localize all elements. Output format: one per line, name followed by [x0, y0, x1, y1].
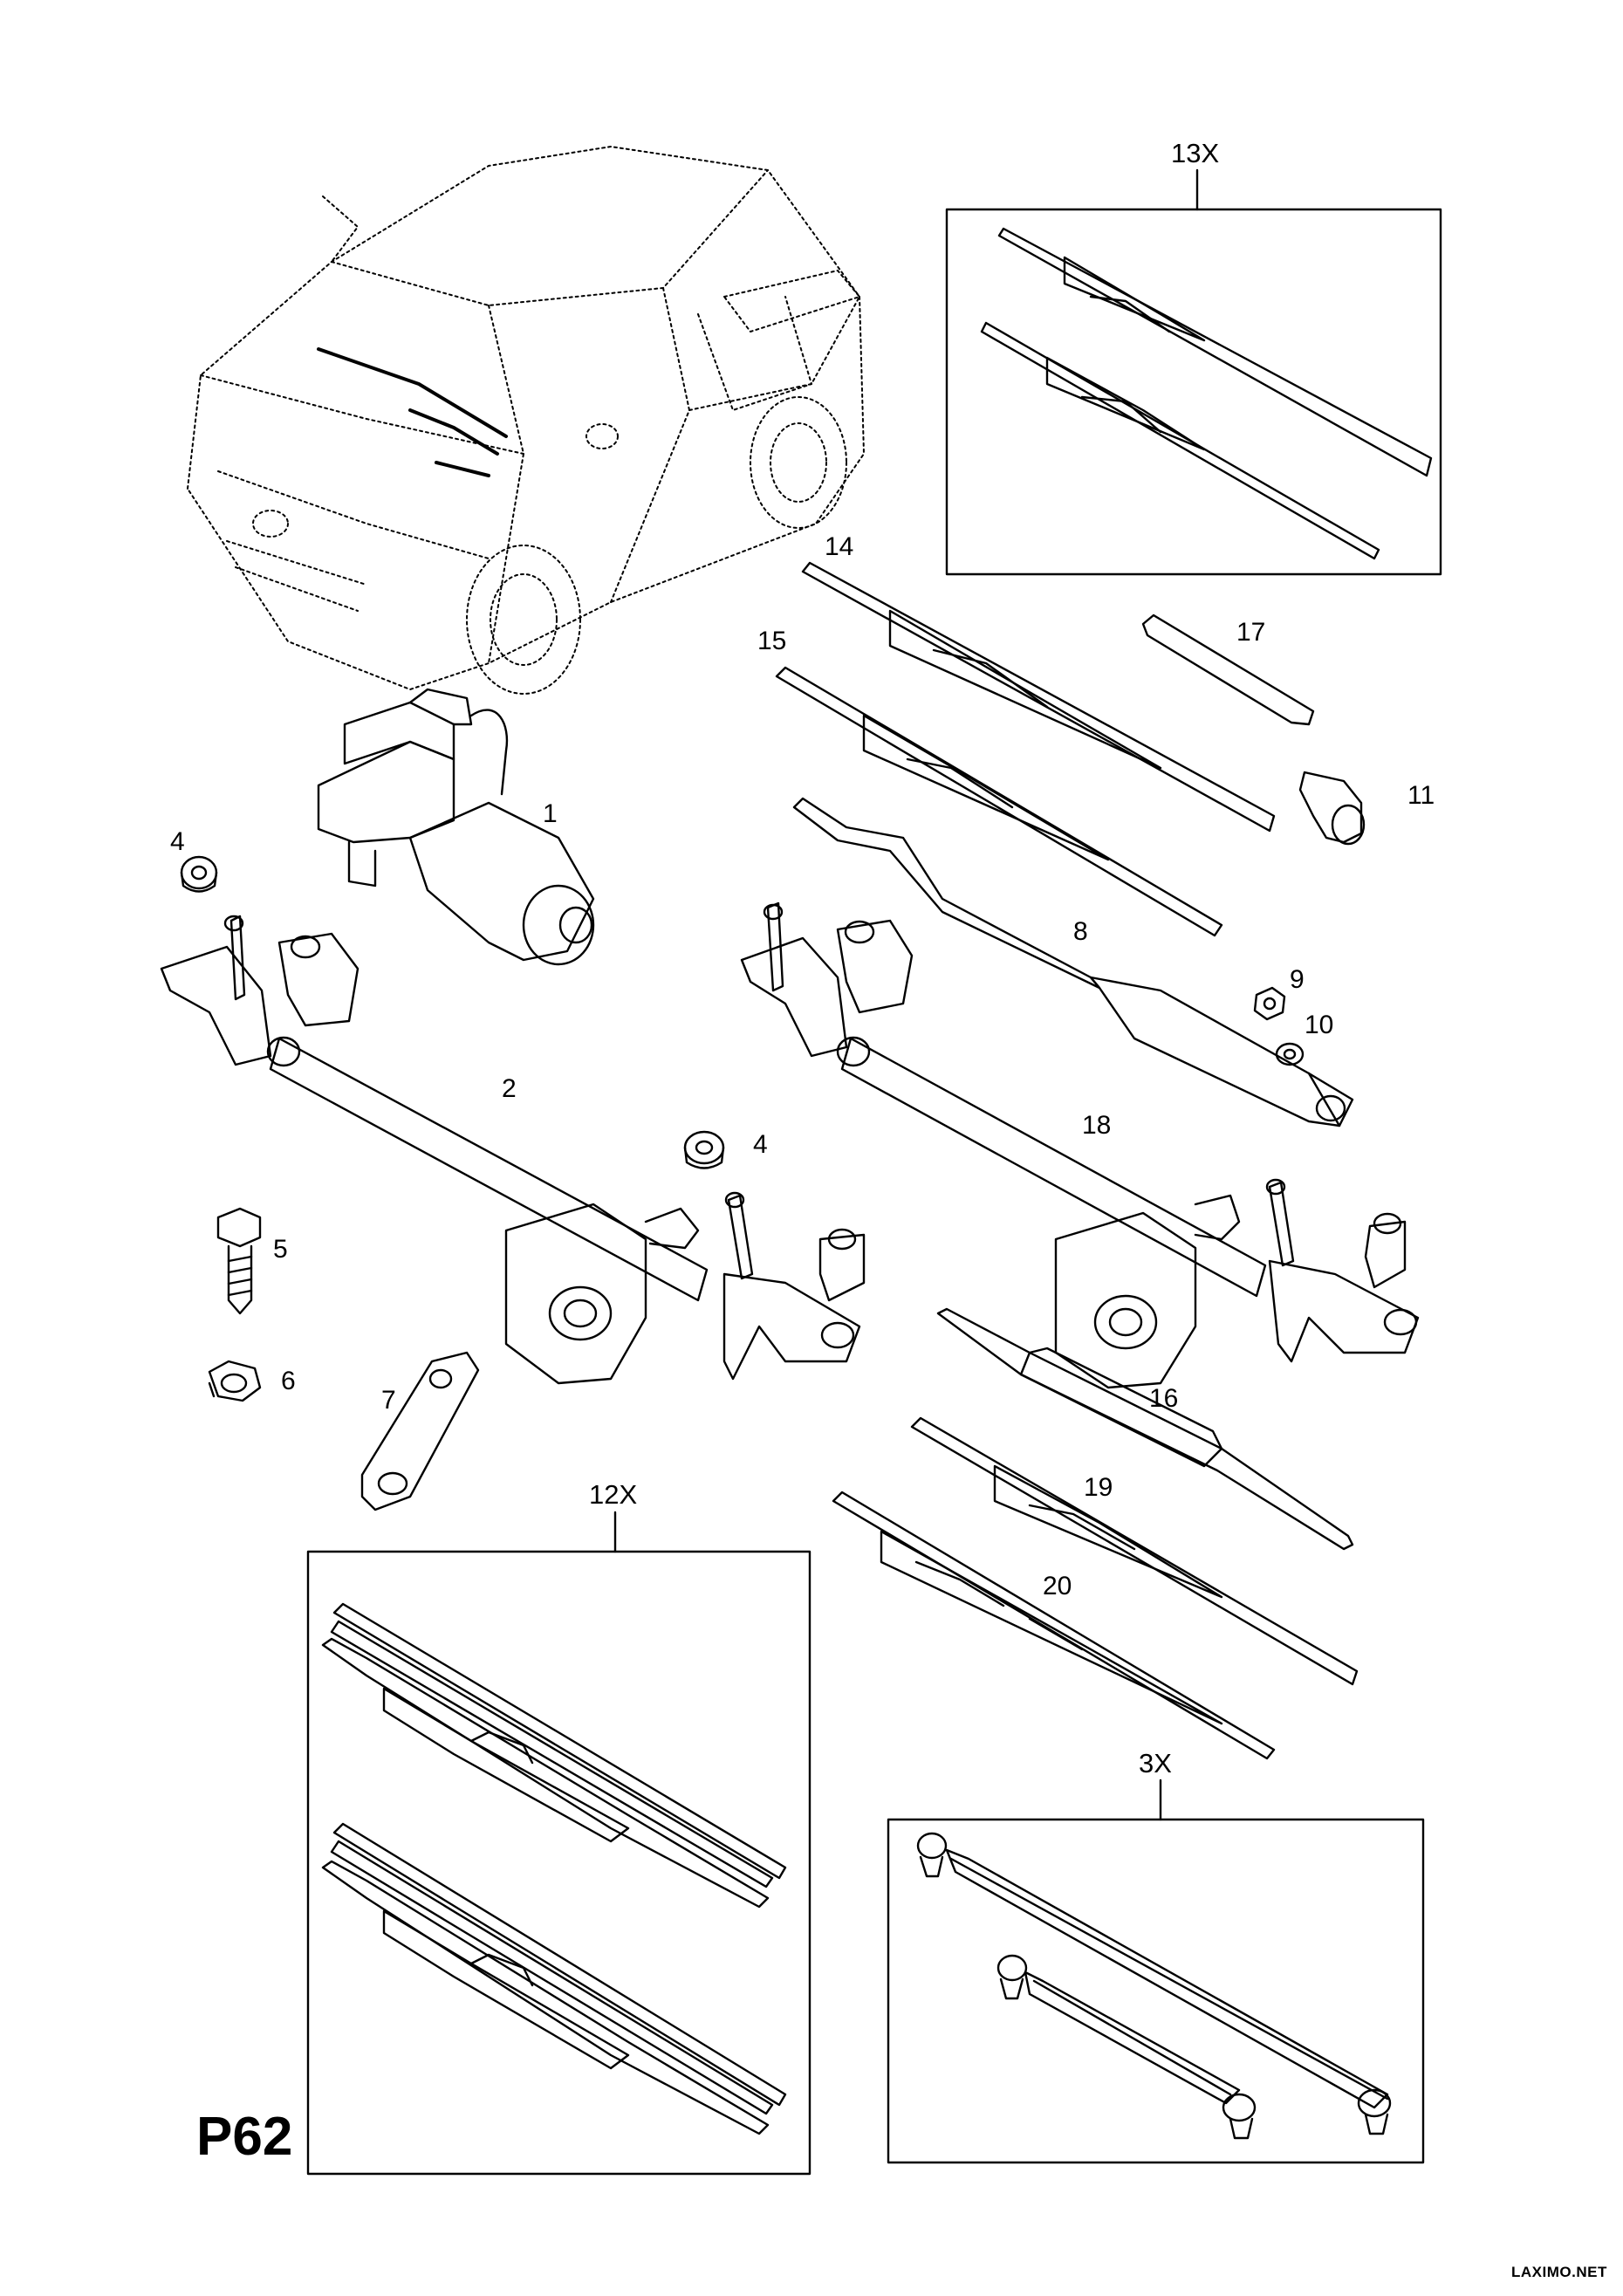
bolt-5: [216, 1207, 262, 1315]
nut-6: [208, 1360, 262, 1402]
clip-17: [1141, 613, 1315, 726]
wiper-blade-15: [775, 666, 1223, 937]
callout-14: 14: [825, 532, 854, 561]
callout-2: 2: [502, 1074, 517, 1103]
cap-11: [1298, 771, 1366, 846]
wiper-blade-14: [801, 561, 1276, 833]
group-box-13x: [945, 168, 1442, 576]
group-label-3x: 3X: [1139, 1748, 1172, 1779]
callout-4-left: 4: [170, 827, 185, 856]
washer-10: [1275, 1042, 1305, 1066]
callout-16: 16: [1149, 1384, 1179, 1413]
group-label-13x: 13X: [1171, 138, 1220, 168]
callout-1: 1: [543, 799, 558, 828]
callout-20: 20: [1043, 1572, 1072, 1600]
group-box-3x: [887, 1779, 1425, 2164]
linkage-18: [740, 901, 1420, 1389]
washer-4-center: [683, 1130, 725, 1169]
wiper-blade-19: [910, 1416, 1359, 1686]
group-box-12x: [306, 1511, 812, 2176]
callout-15: 15: [757, 627, 787, 655]
callout-7: 7: [381, 1386, 396, 1415]
car-illustration: [187, 146, 865, 695]
linkage-2: [160, 915, 866, 1385]
wiper-motor-1: [317, 688, 595, 966]
callout-19: 19: [1084, 1473, 1113, 1502]
car-wiper-highlight: [317, 347, 508, 477]
group-label-12x: 12X: [589, 1479, 638, 1510]
callout-4-center: 4: [753, 1130, 768, 1159]
wiper-blade-20: [832, 1491, 1276, 1760]
bracket-7: [360, 1351, 480, 1511]
wiper-arm-16: [936, 1307, 1354, 1551]
callout-5: 5: [273, 1235, 288, 1264]
callout-11: 11: [1407, 781, 1435, 810]
callout-10: 10: [1305, 1011, 1334, 1039]
callout-18: 18: [1082, 1111, 1112, 1140]
callout-17: 17: [1236, 618, 1266, 647]
nut-9: [1253, 986, 1286, 1021]
callout-6: 6: [281, 1367, 296, 1395]
wiper-arm-8: [792, 797, 1354, 1127]
washer-4-left: [180, 855, 218, 893]
page-code: P62: [196, 2107, 293, 2167]
callout-8: 8: [1073, 917, 1088, 946]
watermark: LAXIMO.NET: [1511, 2264, 1607, 2280]
callout-9: 9: [1290, 965, 1305, 994]
